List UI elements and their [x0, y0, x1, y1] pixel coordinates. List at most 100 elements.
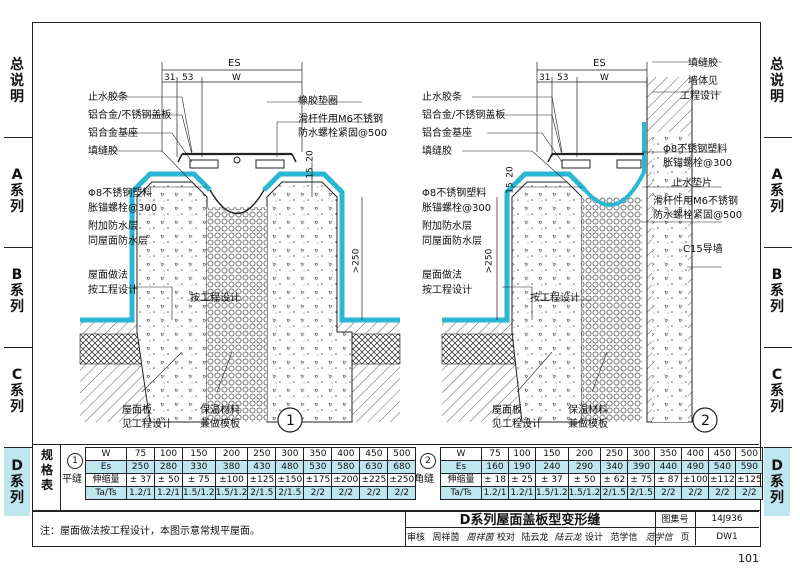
check-name: 陆云龙	[521, 533, 549, 543]
table-cell: ± 50	[567, 473, 602, 487]
table-cell: ± 75	[627, 473, 656, 487]
spec-title-char-1: 规	[40, 448, 53, 462]
label-sealant-2: 填缝胶	[422, 146, 452, 157]
table-cell: 290	[567, 460, 602, 474]
table-cell: 280	[154, 460, 183, 474]
table-cell: 590	[735, 460, 764, 474]
table-cell: 75	[481, 447, 509, 461]
label-slab-1b: 见工程设计	[122, 419, 172, 430]
dim-w-2: W	[600, 73, 609, 83]
atlas-number: 14J936	[711, 513, 743, 524]
label-mid-2: 按工程设计	[530, 293, 580, 304]
table-row-header: 伸缩量	[440, 473, 482, 487]
table-cell: 2/1.5	[627, 486, 656, 500]
side-tab-char: 系	[770, 183, 784, 199]
table-cell: 1.5/1.2	[182, 486, 216, 500]
label-bolt-2b: 胀锚螺栓@300	[422, 203, 492, 214]
table-cell: ±175	[303, 473, 333, 487]
table-row-header: W	[440, 447, 482, 461]
dim-es-2: ES	[593, 58, 606, 69]
table-cell: 680	[387, 460, 417, 474]
table-row-header: Ta/Ts	[440, 486, 482, 500]
waterstop-loop	[209, 189, 265, 215]
label-r2-0: 填缝胶	[688, 58, 718, 69]
table-cell: 250	[247, 447, 277, 461]
table-cell: 250	[600, 447, 629, 461]
design-label: 设计	[584, 533, 603, 543]
membrane-right	[262, 171, 400, 323]
side-tab-char: 系	[10, 283, 24, 299]
table-cell: ± 18	[481, 473, 509, 487]
design-name: 范学信	[610, 533, 638, 543]
table-cell: 2/2	[681, 486, 710, 500]
label-r2-6: 滑杆件用M6不锈钢	[653, 196, 738, 207]
label-cover-plate-1: 铝合金/不锈钢盖板	[88, 110, 172, 121]
label-insul-1a: 保温材料	[200, 405, 240, 416]
table-cell: ±200	[331, 473, 361, 487]
table-cell: ± 25	[508, 473, 536, 487]
spec-table-area	[32, 444, 759, 511]
check-signature: 陆云龙	[554, 533, 582, 543]
drawing-2	[441, 61, 722, 433]
side-tab-char: 列	[770, 490, 784, 506]
side-tab-1[interactable]: 总说明	[764, 47, 790, 115]
label-r2-7: 防水螺栓紧固@500	[653, 210, 743, 221]
review-signature: 周祥茵	[466, 533, 494, 543]
side-tab-char: 明	[770, 89, 784, 105]
table-cell: 1.5/1.2	[567, 486, 602, 500]
table-cell: 390	[627, 460, 656, 474]
label-slab-1a: 屋面板	[122, 405, 152, 416]
side-tab-char: 列	[770, 299, 784, 315]
table-row-header: Es	[85, 460, 127, 474]
table-cell: ±100	[681, 473, 710, 487]
spec-table-title: 规 格 表	[36, 448, 58, 493]
label-sealant-1: 填缝胶	[88, 146, 118, 157]
side-tab-char: 列	[770, 199, 784, 215]
table-cell: 480	[275, 460, 305, 474]
table-cell: ±225	[359, 473, 389, 487]
label-slab-2a: 屋面板	[492, 405, 522, 416]
construction-drawings	[79, 61, 722, 433]
side-tab-1[interactable]: 总说明	[4, 47, 30, 115]
table-cell: ±100	[214, 473, 249, 487]
label-roof-design-1: 按工程设计	[88, 285, 138, 296]
dim-53-1: 53	[182, 73, 194, 83]
spec-2-circle: 2	[420, 453, 436, 469]
table-row-header: W	[85, 447, 127, 461]
side-tab-char: 系	[10, 383, 24, 399]
table-cell: ±250	[387, 473, 417, 487]
label-r2-8: C15导墙	[683, 244, 723, 255]
table-cell: 160	[481, 460, 509, 474]
side-tab-char: C	[771, 367, 783, 383]
table-cell: 350	[654, 447, 683, 461]
side-tab-char: 列	[10, 199, 24, 215]
table-cell: 430	[247, 460, 277, 474]
table-cell: ± 87	[654, 473, 683, 487]
table-cell: ± 37	[535, 473, 569, 487]
table-row-header: Ta/Ts	[85, 486, 127, 500]
side-tab-char: 系	[770, 283, 784, 299]
spec-1-type: 平缝	[62, 474, 82, 485]
table-cell: 2/2	[708, 486, 737, 500]
label-r2-4: 胀锚螺栓@300	[663, 158, 733, 169]
label-roof-method-2: 屋面做法	[422, 270, 462, 281]
table-cell: ± 37	[126, 473, 155, 487]
label-bolt-1b: 胀锚螺栓@300	[88, 203, 158, 214]
side-tab-char: C	[11, 367, 23, 383]
table-cell: 75	[126, 447, 155, 461]
drawing-title: D系列屋面盖板型变形缝	[459, 513, 601, 528]
table-cell: 500	[735, 447, 764, 461]
table-cell: 2/2	[303, 486, 333, 500]
label-extra-waterproof-1: 附加防水层	[88, 221, 138, 232]
side-tab-char: 系	[770, 383, 784, 399]
